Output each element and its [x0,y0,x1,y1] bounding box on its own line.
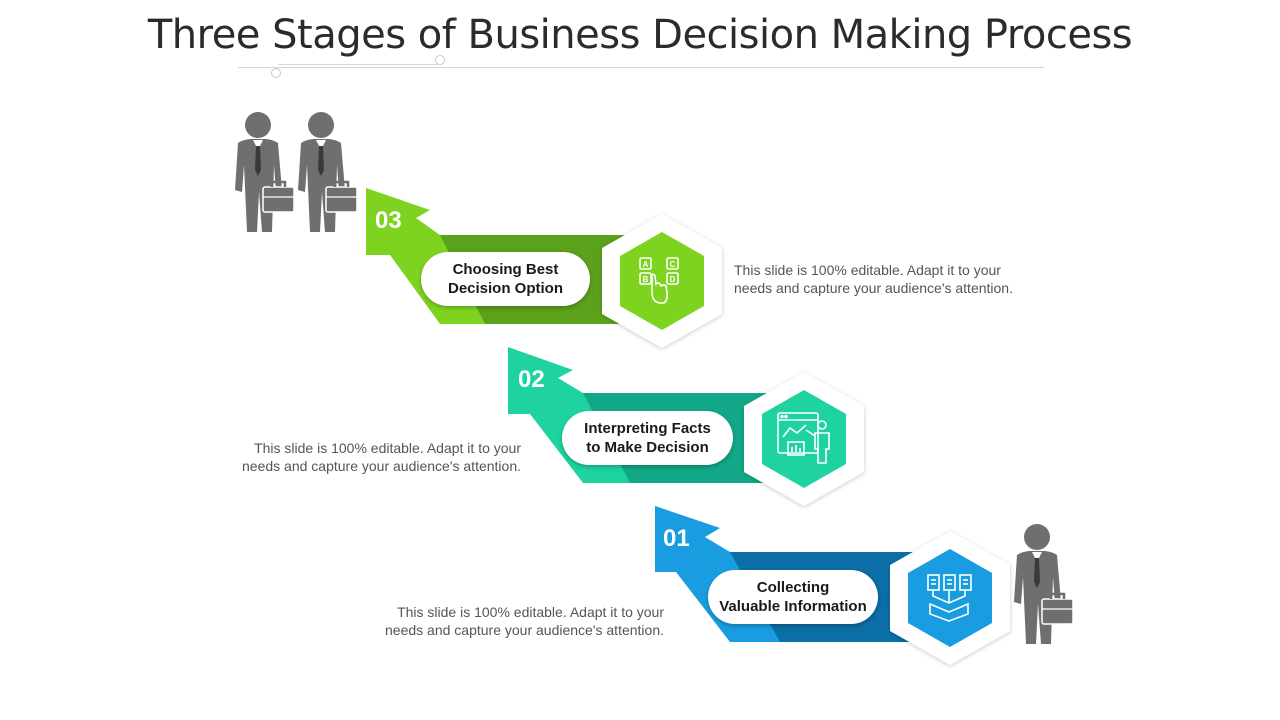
stage-2-number: 02 [518,366,545,393]
stage-1-label: Collecting Valuable Information [719,579,867,615]
stage-3-description: This slide is 100% editable. Adapt it to… [734,262,1013,296]
svg-text:A: A [643,260,649,269]
stage-3-label-pill: Choosing Best Decision Option [421,252,590,306]
svg-text:C: C [670,260,676,269]
stage-3-hexagon [602,214,722,348]
stage-2-label-pill: Interpreting Facts to Make Decision [562,411,733,465]
title-deco-dot-right [435,55,445,65]
title-underline [238,67,1044,68]
stage-1-label-pill: Collecting Valuable Information [708,570,878,624]
documents-collect-icon [927,574,972,622]
slide-title: Three Stages of Business Decision Making… [147,12,1133,58]
stage-3-number: 03 [375,207,402,234]
stage-1-hexagon [890,531,1010,665]
businessman-figure-right [1014,524,1074,644]
stage-2-hexagon [744,372,864,506]
stage-1-description: This slide is 100% editable. Adapt it to… [385,604,664,638]
stage-1-number: 01 [663,525,690,552]
stage-3-label: Choosing Best Decision Option [447,261,563,297]
businessman-figure-left [235,112,295,232]
businessman-figure-middle [298,112,358,232]
svg-text:B: B [643,275,649,284]
svg-text:D: D [670,275,676,284]
stage-2-description: This slide is 100% editable. Adapt it to… [242,440,521,474]
title-deco-dot-left [271,68,281,78]
presentation-chart-icon [777,412,830,464]
abcd-choice-icon: A C B D [639,257,679,304]
title-deco-line [278,64,438,65]
stage-2-label: Interpreting Facts to Make Decision [584,420,711,456]
